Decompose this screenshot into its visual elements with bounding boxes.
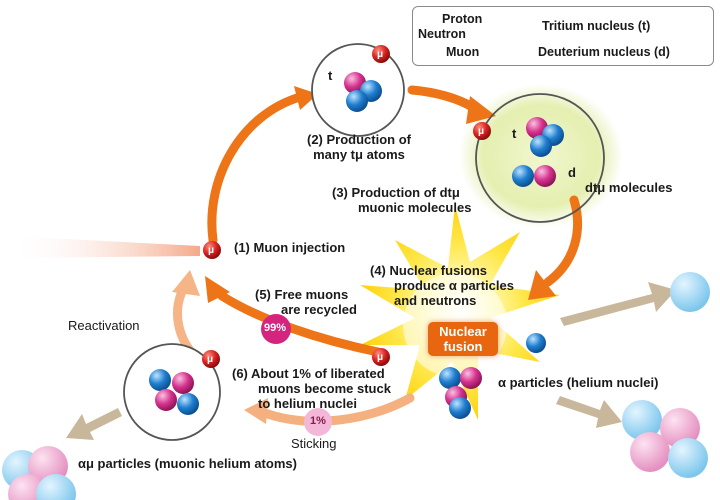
alpha-particle-icon [439, 367, 482, 419]
alpha-particle-icon [622, 400, 708, 478]
deuterium-letter: d [568, 165, 576, 180]
step6-line2: muons become stuck [258, 381, 391, 396]
muon-symbol: μ [377, 49, 384, 60]
deuterium-nucleus-icon [512, 165, 556, 187]
tritium-nucleus-icon [526, 117, 564, 157]
step5-line2: are recycled [281, 302, 357, 317]
step2-line2: many tμ atoms [313, 147, 405, 162]
reactivation-label: Reactivation [68, 318, 140, 333]
sticking-percent-badge [304, 408, 332, 436]
sticking-label: Sticking [291, 436, 337, 451]
step4-line3: and neutrons [394, 293, 477, 308]
step6-line1: (6) About 1% of liberated [232, 366, 385, 381]
muon-symbol: μ [377, 352, 384, 363]
muon-symbol: μ [478, 126, 485, 137]
dtmu-molecule-ring [475, 93, 605, 223]
step5-label: (5) Free muons are recycled [255, 287, 357, 317]
legend-muon-symbol: μ [430, 48, 435, 57]
legend-deuterium-label: Deuterium nucleus (d) [538, 45, 670, 59]
tritium-letter: t [512, 126, 517, 141]
reactivation-arrowhead [172, 270, 200, 296]
muon-injection-beam [8, 236, 200, 258]
alphamu-particle-icon [2, 446, 76, 500]
recycle-percent-badge [261, 314, 291, 344]
tritium-nucleus-icon [344, 72, 382, 112]
step2-label: (2) Production of many tμ atoms [296, 132, 422, 162]
dtmu-molecules-label: dtμ molecules [585, 180, 673, 195]
legend-tritium-label: Tritium nucleus (t) [542, 19, 651, 33]
alphamu-particles-label: αμ particles (muonic helium atoms) [78, 456, 297, 471]
sticking-arrow [257, 393, 415, 426]
helium-nucleus-icon [149, 369, 199, 415]
muon-icon [202, 45, 491, 368]
cycle-arrows [207, 85, 582, 357]
legend [412, 6, 714, 66]
legend-neutron-label: Neutron [418, 27, 466, 41]
legend-muon-label: Muon [446, 45, 480, 59]
neutron-icon [670, 272, 710, 312]
step3-line2: muonic molecules [358, 200, 472, 215]
tritium-letter: t [328, 68, 333, 83]
muon-symbol: μ [208, 245, 215, 256]
outgoing-arrows [66, 282, 676, 440]
sticking-arrowhead [244, 398, 268, 424]
step3-label: (3) Production of dtμ muonic molecules [332, 185, 471, 215]
step3-line1: (3) Production of dtμ [332, 185, 460, 200]
alpha-particles-label: α particles (helium nuclei) [498, 375, 659, 390]
muon-symbol: μ [207, 354, 214, 365]
nuclear-fusion-line1: Nuclear [439, 324, 487, 339]
nuclear-fusion-line2: fusion [443, 339, 483, 354]
neutron-icon [526, 333, 546, 353]
nuclear-fusion-badge: Nuclear fusion [428, 322, 498, 356]
sticking-percent: 1% [310, 415, 326, 427]
step6-line3: to helium nuclei [258, 396, 357, 411]
step6-label: (6) About 1% of liberated muons become s… [232, 366, 391, 411]
recycle-percent: 99% [264, 322, 287, 334]
step4-label: (4) Nuclear fusions produce α particles … [370, 263, 514, 308]
step4-line1: (4) Nuclear fusions [370, 263, 488, 278]
step4-line2: produce α particles [394, 278, 514, 293]
legend-proton-label: Proton [442, 12, 483, 26]
step5-line1: (5) Free muons [255, 287, 349, 302]
step2-line1: (2) Production of [307, 132, 411, 147]
step1-label: (1) Muon injection [234, 240, 346, 255]
